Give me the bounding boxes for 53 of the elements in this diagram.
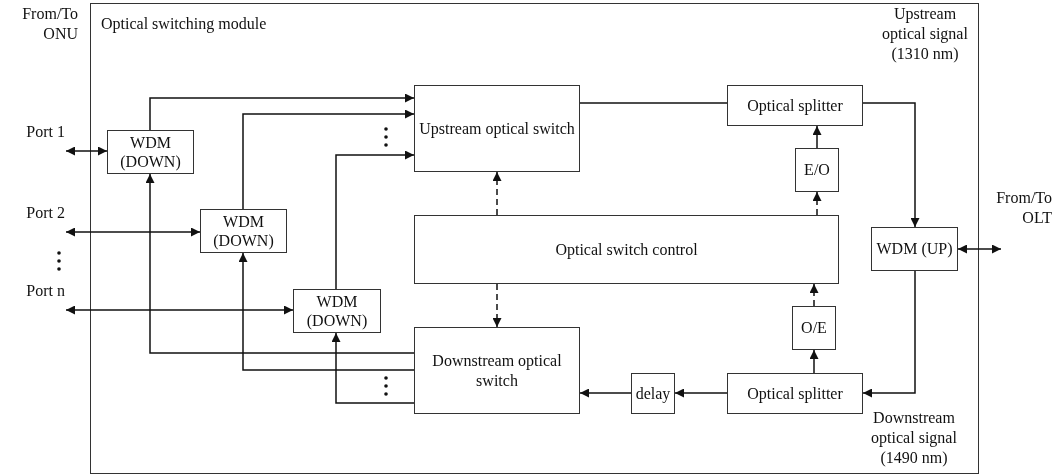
arrow	[957, 244, 1002, 254]
arrow	[238, 252, 415, 371]
node-label: WDM (DOWN)	[305, 291, 369, 331]
converter-box	[795, 148, 839, 192]
arrow	[812, 125, 822, 149]
arrow	[809, 349, 819, 374]
connector-line	[579, 102, 728, 104]
arrow	[492, 283, 502, 328]
port-label: Port 2	[26, 203, 65, 223]
control-box	[414, 215, 839, 284]
arrow	[331, 332, 415, 404]
arrow	[335, 150, 415, 290]
node-label: WDM (UP)	[876, 239, 953, 259]
arrow	[65, 146, 108, 156]
arrow	[674, 388, 728, 398]
arrow	[862, 102, 920, 228]
signal-label: From/To OLT	[995, 188, 1052, 228]
switch-box	[414, 85, 580, 172]
delay-box	[631, 373, 675, 414]
port-label: Port n	[26, 281, 65, 301]
port-label: Port 1	[26, 122, 65, 142]
arrow	[242, 109, 415, 210]
wdm-box	[200, 209, 287, 253]
arrow	[65, 305, 294, 315]
arrow	[65, 227, 201, 237]
node-label: Downstream optical switch	[431, 351, 563, 390]
arrow	[809, 283, 819, 307]
arrow	[145, 173, 415, 354]
switch-box	[414, 327, 580, 414]
signal-label: From/To ONU	[21, 4, 78, 44]
arrow	[812, 191, 822, 216]
module-title: Optical switching module	[101, 14, 267, 35]
node-label: Optical splitter	[747, 383, 843, 404]
wdm-box	[871, 227, 958, 271]
signal-label: Downstream optical signal (1490 nm)	[870, 408, 958, 468]
node-label: WDM (DOWN)	[212, 211, 275, 251]
arrow	[579, 388, 632, 398]
node-label: Optical splitter	[747, 95, 843, 116]
arrow	[492, 171, 502, 216]
converter-box	[792, 306, 836, 350]
node-label: Optical switch control	[555, 239, 698, 260]
node-label: delay	[635, 383, 671, 404]
splitter-box	[727, 373, 863, 414]
node-label: E/O	[804, 160, 830, 180]
wdm-box	[293, 289, 381, 333]
node-label: O/E	[801, 318, 827, 338]
wdm-box	[107, 130, 194, 174]
node-label: Upstream optical switch	[419, 118, 575, 139]
signal-label: Upstream optical signal (1310 nm)	[881, 4, 969, 64]
arrow	[149, 93, 415, 131]
node-label: WDM (DOWN)	[119, 132, 182, 172]
arrow	[862, 270, 916, 398]
splitter-box	[727, 85, 863, 126]
